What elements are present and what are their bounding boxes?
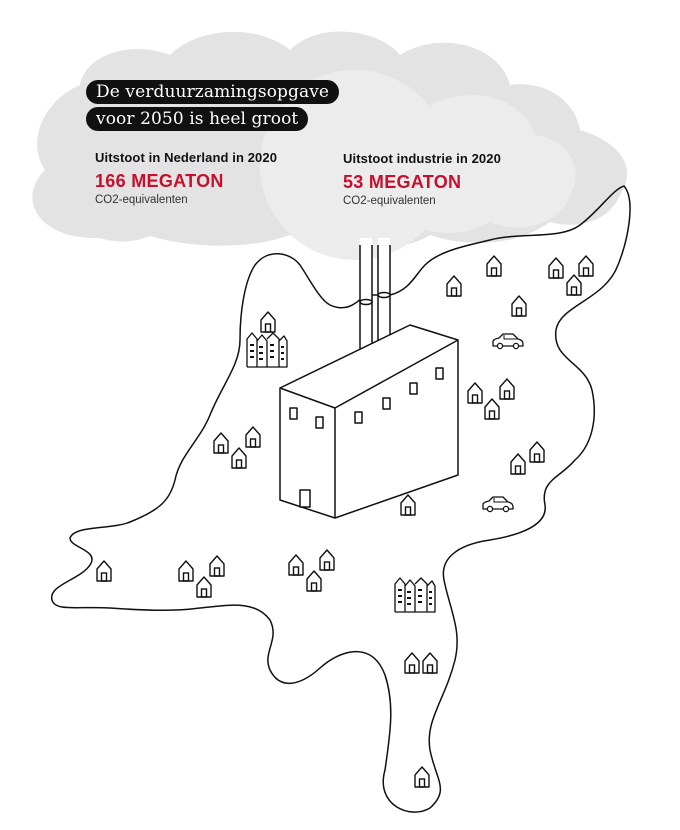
house-icon <box>288 554 304 576</box>
stat-industry: Uitstoot industrie in 2020 53 MEGATON CO… <box>343 151 501 207</box>
house-icon <box>404 652 420 674</box>
house-icon <box>511 295 527 317</box>
house-icon <box>178 560 194 582</box>
stat-value: 53 MEGATON <box>343 172 462 192</box>
house-icon <box>260 311 276 333</box>
house-icon <box>196 576 212 598</box>
netherlands-map-icon <box>51 185 631 813</box>
house-icon <box>529 441 545 463</box>
house-icon <box>96 560 112 582</box>
house-icon <box>566 274 582 296</box>
house-icon <box>486 255 502 277</box>
house-icon <box>422 652 438 674</box>
house-icon <box>578 255 594 277</box>
house-icon <box>484 398 500 420</box>
factory-icon <box>279 238 459 519</box>
house-icon <box>510 453 526 475</box>
house-icon <box>548 257 564 279</box>
apartment-icon <box>246 332 288 368</box>
stat-unit: CO2-equivalenten <box>343 195 436 207</box>
stat-value: 166 MEGATON <box>95 171 224 191</box>
stat-label: Uitstoot in Nederland in 2020 <box>95 150 278 165</box>
house-icon <box>306 570 322 592</box>
stat-unit: CO2-equivalenten <box>95 194 188 206</box>
apartment-icon <box>394 577 436 613</box>
house-icon <box>213 432 229 454</box>
house-icon <box>467 382 483 404</box>
house-icon <box>446 275 462 297</box>
house-icon <box>245 426 261 448</box>
house-icon <box>319 549 335 571</box>
house-icon <box>231 447 247 469</box>
house-icon <box>499 378 515 400</box>
stat-netherlands: Uitstoot in Nederland in 2020 166 MEGATO… <box>95 150 277 206</box>
cloud-bubble-right <box>400 94 576 234</box>
title-line-1: De verduurzamingsopgave <box>86 80 340 104</box>
title-line-2: voor 2050 is heel groot <box>86 107 309 131</box>
house-icon <box>414 766 430 788</box>
house-icon <box>209 555 225 577</box>
car-icon <box>492 333 524 350</box>
stat-label: Uitstoot industrie in 2020 <box>343 151 501 166</box>
car-icon <box>482 496 514 513</box>
house-icon <box>400 494 416 516</box>
house-icons <box>96 255 594 788</box>
